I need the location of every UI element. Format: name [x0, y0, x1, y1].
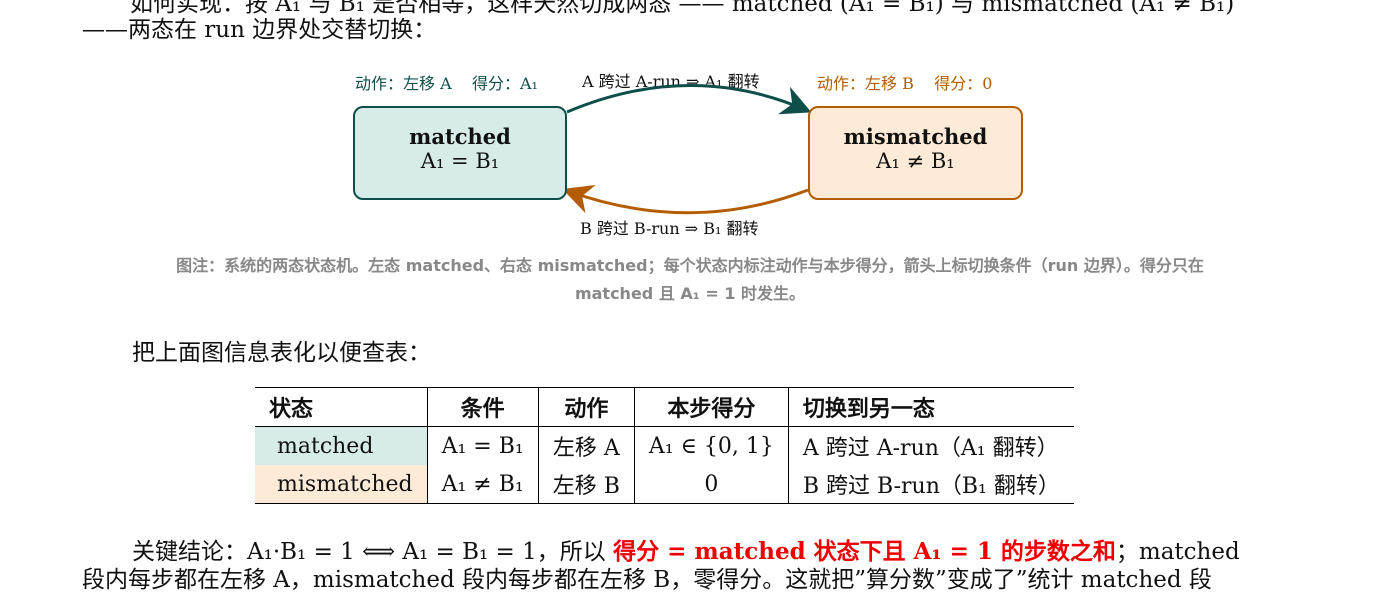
conclusion: 关键结论：A₁·B₁ = 1 ⟺ A₁ = B₁ = 1，所以 得分 = mat… [132, 538, 1240, 565]
table-intro: 把上面图信息表化以便查表： [132, 340, 431, 366]
state-title: mismatched [843, 124, 988, 149]
bottom-arrow-label: B 跨过 B-run ⇒ B₁ 翻转 [580, 219, 759, 238]
state-matched: matched A₁ = B₁ [353, 106, 567, 200]
state-mismatched: mismatched A₁ ≠ B₁ [808, 106, 1023, 200]
intro-line-1: 如何实现：按 A₁ 与 B₁ 是否相等，这样天然切成两态 —— matched … [130, 0, 1235, 17]
arrow-mismatched-to-matched [562, 185, 809, 215]
figure-caption: 图注：系统的两态状态机。左态 matched、右态 mismatched；每个状… [176, 256, 1204, 303]
state-condition: A₁ = B₁ [420, 149, 500, 173]
left-action-label: 动作：左移 A 得分：A₁ [355, 74, 538, 93]
state-condition: A₁ ≠ B₁ [876, 149, 955, 173]
table-header: 状态条件动作本步得分切换到另一态 [255, 387, 1074, 427]
intro-line-2: ——两态在 run 边界处交替切换： [82, 17, 437, 43]
arrow-matched-to-mismatched [566, 84, 812, 115]
conclusion-line-2: 段内每步都在左移 A，mismatched 段内每步都在左移 B，零得分。这就把… [82, 567, 1212, 593]
right-action-label: 动作：左移 B 得分：0 [817, 74, 993, 93]
state-title: matched [409, 124, 511, 149]
transition-arrows [562, 84, 812, 215]
